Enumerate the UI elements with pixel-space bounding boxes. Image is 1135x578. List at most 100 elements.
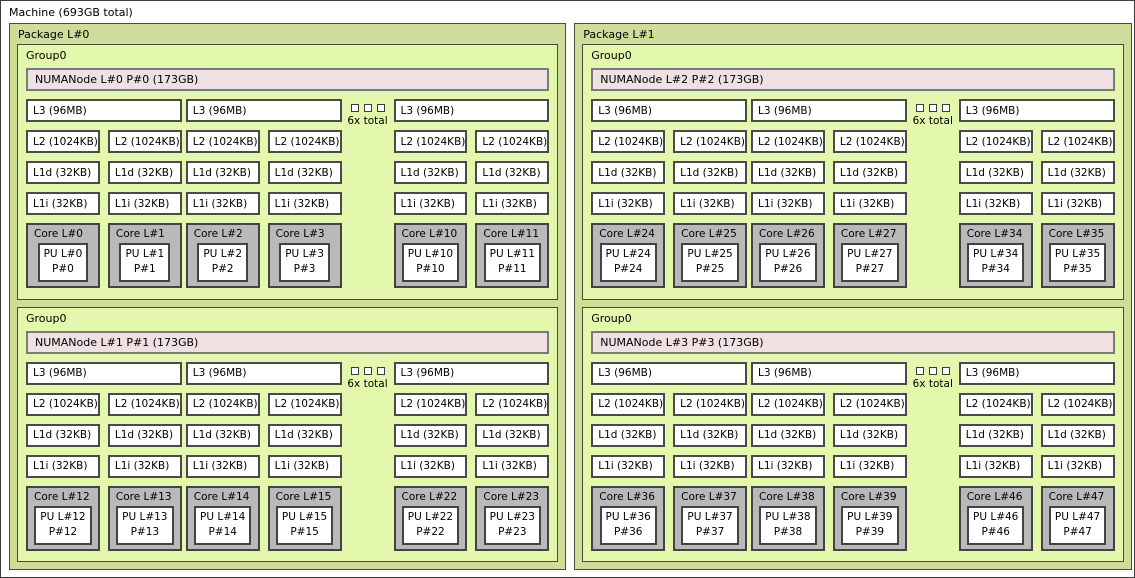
pu-logical-label: PU L#0 [43, 248, 83, 260]
pu-box: PU L#0 P#0 [37, 243, 89, 282]
l2-cache: L2 (1024KB) [673, 392, 747, 416]
core-column: L2 (1024KB) L1d (32KB) L1i (32KB) Core L… [591, 392, 666, 551]
core-box: Core L#47 PU L#47 P#47 [1040, 485, 1115, 551]
core-columns: L2 (1024KB) L1d (32KB) L1i (32KB) Core L… [958, 392, 1115, 551]
l1i-cache: L1i (32KB) [958, 454, 1033, 478]
l2-cache: L2 (1024KB) [267, 392, 342, 416]
l2-cache: L2 (1024KB) [958, 392, 1033, 416]
core-box: Core L#37 PU L#37 P#37 [673, 485, 747, 551]
core-columns: L2 (1024KB) L1d (32KB) L1i (32KB) Core L… [26, 392, 182, 551]
collapsed-box-icon [376, 366, 385, 375]
core-label: Core L#39 [840, 490, 897, 503]
core-box: Core L#10 PU L#10 P#10 [393, 223, 468, 288]
l1i-cache: L1i (32KB) [107, 454, 182, 478]
core-column: L2 (1024KB) L1d (32KB) L1i (32KB) Core L… [751, 392, 825, 551]
l1i-cache: L1i (32KB) [1040, 454, 1115, 478]
l3-cluster: L3 (96MB) L2 (1024KB) L1d (32KB) L1i (32… [393, 361, 550, 551]
l2-cache: L2 (1024KB) [591, 130, 666, 153]
core-box: Core L#12 PU L#12 P#12 [26, 485, 100, 551]
pu-box: PU L#13 P#13 [116, 505, 174, 545]
pu-physical-label: P#1 [133, 263, 156, 275]
pu-logical-label: PU L#3 [285, 248, 324, 260]
collapsed-box-icon [941, 366, 950, 375]
l1d-cache: L1d (32KB) [591, 161, 666, 184]
collapsed-count-label: 6x total [347, 115, 388, 127]
l3-cluster: L3 (96MB) L2 (1024KB) L1d (32KB) L1i (32… [185, 361, 342, 551]
l3-cache: L3 (96MB) [185, 99, 342, 122]
pu-box: PU L#22 P#22 [401, 505, 460, 545]
package-label: Package L#1 [583, 28, 655, 41]
core-label: Core L#35 [1048, 228, 1105, 240]
l1d-cache: L1d (32KB) [107, 423, 182, 447]
l1i-cache: L1i (32KB) [673, 454, 747, 478]
l1i-cache: L1i (32KB) [185, 192, 260, 215]
pu-logical-label: PU L#10 [407, 248, 454, 260]
pu-logical-label: PU L#34 [973, 248, 1019, 260]
groups-column: Group0 NUMANode L#0 P#0 (173GB) L3 (96MB… [17, 44, 559, 562]
l1i-cache: L1i (32KB) [591, 192, 666, 215]
pu-box: PU L#46 P#46 [967, 505, 1025, 545]
l3-cache: L3 (96MB) [185, 361, 342, 385]
core-box: Core L#26 PU L#26 P#26 [751, 223, 825, 288]
l1d-cache: L1d (32KB) [267, 423, 342, 447]
l2-cache: L2 (1024KB) [107, 130, 182, 153]
group-box: Group0 NUMANode L#1 P#1 (173GB) L3 (96MB… [17, 306, 559, 562]
l1d-cache: L1d (32KB) [185, 423, 260, 447]
l1i-cache: L1i (32KB) [673, 192, 747, 215]
core-box: Core L#0 PU L#0 P#0 [26, 223, 100, 288]
pu-physical-label: P#15 [290, 525, 319, 538]
core-label: Core L#34 [966, 228, 1023, 240]
core-column: L2 (1024KB) L1d (32KB) L1i (32KB) Core L… [393, 392, 468, 551]
core-label: Core L#2 [193, 228, 243, 240]
l1i-cache: L1i (32KB) [393, 192, 468, 215]
numanode-box: NUMANode L#0 P#0 (173GB) [26, 68, 550, 91]
pu-logical-label: PU L#12 [40, 510, 86, 523]
package-box: Package L#1 Group0 NUMANode L#2 P#2 (173… [574, 23, 1132, 570]
numanode-label: NUMANode L#0 P#0 (173GB) [35, 73, 199, 86]
l2-cache: L2 (1024KB) [26, 392, 100, 416]
pu-physical-label: P#24 [613, 263, 643, 275]
pu-physical-label: P#36 [613, 525, 643, 538]
collapsed-caches-indicator: 6x total [911, 362, 955, 551]
l2-cache: L2 (1024KB) [1040, 130, 1115, 153]
l3-cache: L3 (96MB) [958, 99, 1115, 122]
l1i-cache: L1i (32KB) [185, 454, 260, 478]
pu-box: PU L#1 P#1 [119, 243, 171, 282]
l1d-cache: L1d (32KB) [393, 423, 468, 447]
pu-logical-label: PU L#23 [489, 510, 535, 523]
pu-logical-label: PU L#36 [605, 510, 651, 523]
pu-physical-label: P#35 [1063, 263, 1092, 275]
core-columns: L2 (1024KB) L1d (32KB) L1i (32KB) Core L… [393, 130, 550, 288]
pu-logical-label: PU L#27 [847, 248, 893, 260]
pu-logical-label: PU L#24 [605, 248, 651, 260]
core-column: L2 (1024KB) L1d (32KB) L1i (32KB) Core L… [26, 130, 100, 288]
cache-cluster-row: L3 (96MB) L2 (1024KB) L1d (32KB) L1i (32… [26, 361, 550, 551]
l1d-cache: L1d (32KB) [267, 161, 342, 184]
l2-cache: L2 (1024KB) [591, 392, 666, 416]
numanode-box: NUMANode L#2 P#2 (173GB) [591, 68, 1115, 91]
collapsed-box-icon [928, 366, 937, 375]
group-box: Group0 NUMANode L#0 P#0 (173GB) L3 (96MB… [17, 44, 559, 300]
l3-cluster: L3 (96MB) L2 (1024KB) L1d (32KB) L1i (32… [393, 99, 550, 288]
l1i-cache: L1i (32KB) [832, 192, 907, 215]
core-column: L2 (1024KB) L1d (32KB) L1i (32KB) Core L… [267, 392, 342, 551]
l3-cluster: L3 (96MB) L2 (1024KB) L1d (32KB) L1i (32… [751, 99, 907, 288]
core-label: Core L#47 [1048, 490, 1105, 503]
pu-logical-label: PU L#38 [765, 510, 811, 523]
core-column: L2 (1024KB) L1d (32KB) L1i (32KB) Core L… [107, 130, 182, 288]
core-label: Core L#36 [599, 490, 655, 503]
l3-cache: L3 (96MB) [591, 361, 747, 385]
l3-cluster: L3 (96MB) L2 (1024KB) L1d (32KB) L1i (32… [26, 361, 182, 551]
pu-physical-label: P#47 [1063, 525, 1092, 538]
pu-box: PU L#14 P#14 [194, 505, 252, 545]
l2-cache: L2 (1024KB) [1040, 392, 1115, 416]
l1i-cache: L1i (32KB) [107, 192, 182, 215]
core-label: Core L#3 [275, 228, 325, 240]
l1d-cache: L1d (32KB) [832, 423, 907, 447]
pu-logical-label: PU L#46 [973, 510, 1019, 523]
pu-physical-label: P#25 [695, 263, 725, 275]
pu-box: PU L#24 P#24 [599, 243, 657, 282]
pu-logical-label: PU L#1 [125, 248, 165, 260]
collapsed-count-label: 6x total [347, 377, 388, 390]
core-column: L2 (1024KB) L1d (32KB) L1i (32KB) Core L… [832, 130, 907, 288]
